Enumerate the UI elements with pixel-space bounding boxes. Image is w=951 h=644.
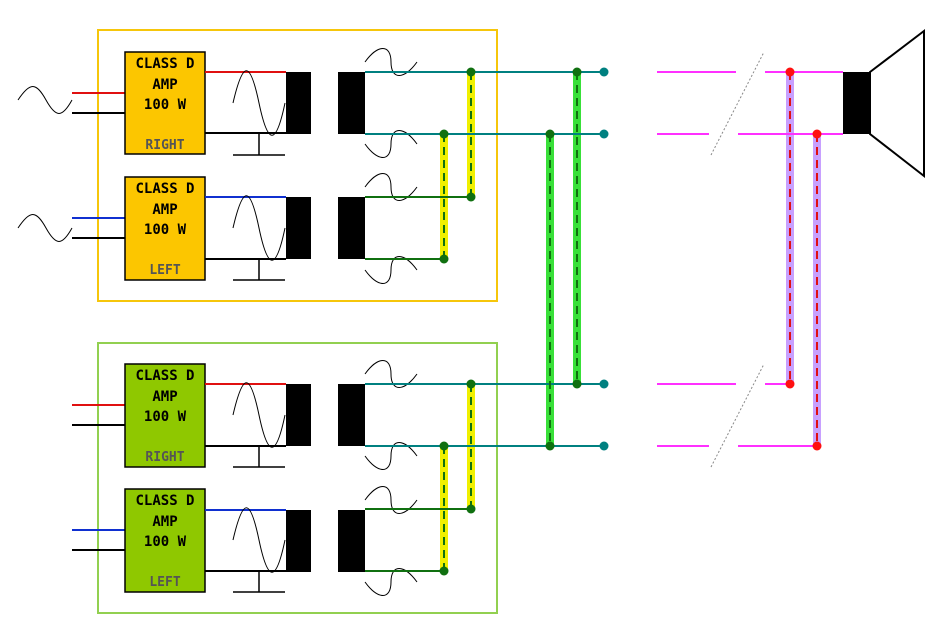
junction-nodes xyxy=(439,67,822,576)
amp-block-g2-right: CLASS D AMP 100 W RIGHT xyxy=(124,363,206,468)
amp-channel-label: LEFT xyxy=(149,575,180,590)
transformer-core-icon-g2r-primary xyxy=(286,384,311,446)
transformer-core-icon-g2l-primary xyxy=(286,510,311,572)
amp-label-line3: 100 W xyxy=(144,222,187,238)
amp-block-g1-left: CLASS D AMP 100 W LEFT xyxy=(124,176,206,281)
amp-channel-label: RIGHT xyxy=(145,450,184,465)
amp-label-line3: 100 W xyxy=(144,534,187,550)
amp-label-line3: 100 W xyxy=(144,97,187,113)
output-sine-icon xyxy=(232,507,286,573)
amp-label-line1: CLASS D xyxy=(135,493,194,509)
transformer-core-icon-g1l-primary xyxy=(286,197,311,259)
amp-output-g2-right xyxy=(205,382,286,468)
amp-label-line1: CLASS D xyxy=(135,56,194,72)
amp-block-g1-right: CLASS D AMP 100 W RIGHT xyxy=(124,51,206,155)
ground-icon xyxy=(233,259,285,281)
amp-group-2-frame xyxy=(97,342,498,614)
input-sine-icon-g1-right xyxy=(17,86,73,114)
amp-output-g2-left xyxy=(205,507,286,593)
ground-icon xyxy=(233,571,285,593)
secondary-sine-icon xyxy=(364,568,418,596)
amp-label-line2: AMP xyxy=(152,514,177,530)
amp-label-line2: AMP xyxy=(152,202,177,218)
speaker-icon xyxy=(843,28,925,179)
transformer-core-icon-g2r-secondary xyxy=(338,384,365,446)
input-sine-icon-g1-left xyxy=(17,214,73,242)
amp-block-g2-left: CLASS D AMP 100 W LEFT xyxy=(124,488,206,593)
ground-icon xyxy=(233,133,285,156)
amp-group-1-frame xyxy=(97,29,498,302)
ground-icon xyxy=(233,446,285,468)
amp-label-line3: 100 W xyxy=(144,409,187,425)
amp-channel-label: RIGHT xyxy=(145,138,184,153)
output-sine-icon xyxy=(232,195,286,261)
secondary-sine-icon xyxy=(364,256,418,284)
amp-label-line1: CLASS D xyxy=(135,181,194,197)
amp-label-line1: CLASS D xyxy=(135,368,194,384)
amp-channel-label: LEFT xyxy=(149,263,180,278)
amp-output-g1-left xyxy=(205,195,286,281)
transformer-core-icon-g2l-secondary xyxy=(338,510,365,572)
amp-label-line2: AMP xyxy=(152,389,177,405)
cable-break-icon xyxy=(710,363,765,468)
amp-output-g1-right xyxy=(205,70,286,156)
amp-label-line2: AMP xyxy=(152,77,177,93)
transformer-core-icon-g1r-secondary xyxy=(338,72,365,134)
transformer-core-icon-g1r-primary xyxy=(286,72,311,134)
secondary-sine-icon xyxy=(364,486,418,514)
output-sine-icon xyxy=(232,382,286,448)
transformer-core-icon-g1l-secondary xyxy=(338,197,365,259)
output-sine-icon xyxy=(232,70,286,136)
cable-break-icon xyxy=(710,51,765,156)
